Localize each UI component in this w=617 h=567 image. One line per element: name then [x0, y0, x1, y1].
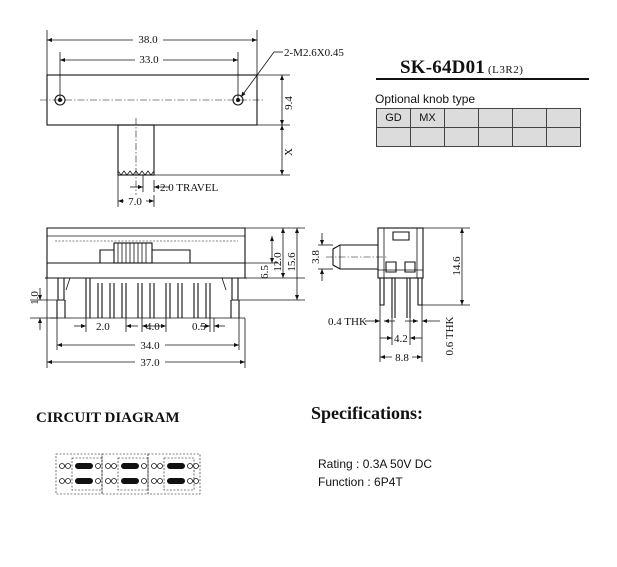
knob-cell — [546, 127, 581, 147]
knob-option-mx: MX — [410, 108, 445, 128]
circuit-section-2 — [101, 453, 149, 495]
pin-span-dim: 34.0 — [140, 340, 160, 352]
part-number: SK-64D01 — [400, 57, 485, 78]
knob-cell — [478, 127, 513, 147]
title-underline — [376, 78, 589, 80]
spec-function: Function : 6P4T — [318, 475, 403, 489]
overall-width-dim: 38.0 — [138, 34, 158, 46]
knob-dia-dim: 3.8 — [310, 250, 322, 264]
pin-offset-dim: 1.0 — [29, 291, 41, 305]
knob-option-empty — [478, 108, 513, 128]
body-length-dim: 37.0 — [140, 357, 160, 369]
mount-hole-left — [54, 94, 66, 106]
side-view: 3.8 14.6 0.4 THK 0.6 THK 4.2 8.8 — [310, 227, 470, 364]
knob-cell — [444, 127, 479, 147]
spec-rating: Rating : 0.3A 50V DC — [318, 457, 433, 471]
knob-option-empty — [546, 108, 581, 128]
knob-cell — [512, 127, 547, 147]
dim-12-0: 12.0 — [272, 252, 284, 272]
knob-type-table: GD MX — [376, 108, 581, 147]
pin-pitch-dim: 2.0 — [96, 321, 110, 333]
knob-type-label: Optional knob type — [375, 92, 476, 106]
knob-row-1: GD MX — [376, 108, 581, 128]
side-height-dim: 14.6 — [451, 256, 463, 276]
front-view: 1.0 2.0 4.0 0.5 34.0 37.0 — [29, 227, 305, 369]
mount-hole-right — [232, 94, 244, 106]
specifications-title: Specifications: — [311, 403, 423, 423]
height-dim: 9.4 — [283, 96, 295, 110]
dim-15-6: 15.6 — [286, 252, 298, 272]
pin-thickness-dim: 0.5 — [192, 321, 206, 333]
top-view: 38.0 33.0 2-M2.6X0.45 9.4 X 2. — [40, 30, 344, 208]
travel-dim: 2.0 TRAVEL — [160, 182, 219, 194]
knob-cell — [376, 127, 411, 147]
circuit-section-3 — [147, 453, 201, 495]
plate-thk-dim: 0.4 THK — [328, 316, 367, 328]
knob-cell — [410, 127, 445, 147]
row-pitch-dim: 4.2 — [394, 333, 408, 345]
knob-length-dim: X — [283, 148, 295, 156]
circuit-diagram-title: CIRCUIT DIAGRAM — [36, 410, 180, 426]
hole-pitch-dim: 33.0 — [139, 54, 159, 66]
knob-width-dim: 7.0 — [128, 196, 142, 208]
side-width-dim: 8.8 — [395, 352, 409, 364]
knob-option-empty — [444, 108, 479, 128]
knob-option-empty — [512, 108, 547, 128]
group-pitch-dim: 4.0 — [146, 321, 160, 333]
part-number-title: SK-64D01(L3R2) — [400, 57, 523, 79]
circuit-diagram — [55, 453, 201, 495]
circuit-section-1 — [55, 453, 103, 495]
knob-row-2 — [376, 127, 581, 147]
knob-option-gd: GD — [376, 108, 411, 128]
mount-hole-callout: 2-M2.6X0.45 — [284, 47, 344, 59]
pin-thk-dim: 0.6 THK — [444, 316, 456, 355]
dim-6-5: 6.5 — [259, 265, 271, 279]
part-variant: (L3R2) — [488, 64, 524, 76]
